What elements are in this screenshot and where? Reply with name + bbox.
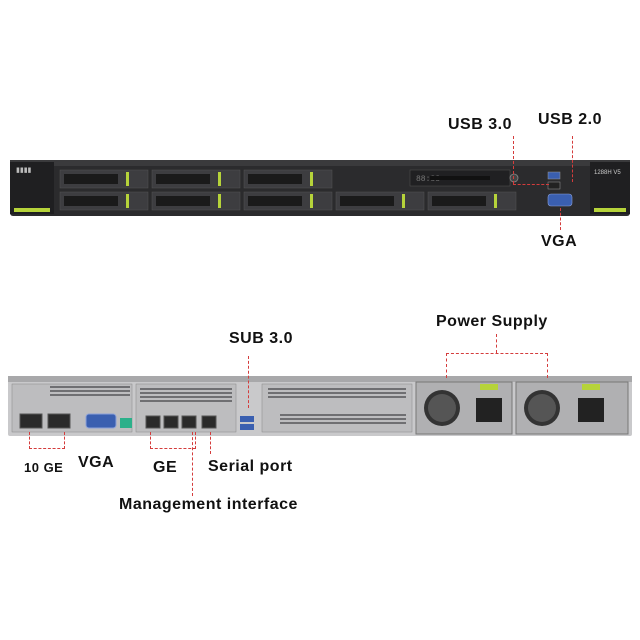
model-text: 1288H V5 [594,170,621,176]
power-button [509,173,519,183]
rear-sub30-callout-line [248,356,249,408]
power-supply-1 [415,381,513,435]
left-rack-ear [10,162,54,214]
ge-ports [145,415,217,429]
label-power-supply: Power Supply [436,313,548,330]
front-usb30-callout-line-h [513,184,549,185]
label-10ge: 10 GE [24,460,64,475]
svg-text:88:88: 88:88 [416,175,440,184]
power-supply-bracket [446,353,548,378]
power-supply-2 [515,381,629,435]
ge-bracket [150,432,196,449]
rear-usb-port-1 [240,416,254,422]
front-usb30-callout-line [513,136,514,184]
label-management-interface: Management interface [119,496,298,513]
label-ge: GE [153,459,178,476]
front-vga-callout-line [560,208,561,230]
rear-usb-port-2 [240,424,254,430]
sfp-port-2 [47,413,71,429]
rear-vga-port [85,413,117,429]
label-rear-sub30: SUB 3.0 [229,330,293,347]
serial-port-callout-line [210,432,211,454]
label-front-usb20: USB 2.0 [538,111,602,128]
rear-server-image [8,376,632,436]
label-front-usb30: USB 3.0 [448,116,512,133]
management-callout-line [192,432,193,496]
ge10-bracket [29,432,65,449]
svg-text:▮▮▮▮: ▮▮▮▮ [16,167,32,174]
front-vga-port [547,193,573,207]
front-server-image: ▮▮▮▮ 1288H V5 88:88 [10,160,630,216]
power-supply-callout-line [496,334,497,353]
right-rack-ear [590,162,630,214]
front-usb20-callout-line [572,136,573,182]
front-usb20-port [547,181,561,190]
front-usb30-port [547,171,561,180]
label-rear-vga: VGA [78,454,115,471]
sfp-port-1 [19,413,43,429]
label-front-vga: VGA [541,233,578,250]
label-serial-port: Serial port [208,458,293,475]
